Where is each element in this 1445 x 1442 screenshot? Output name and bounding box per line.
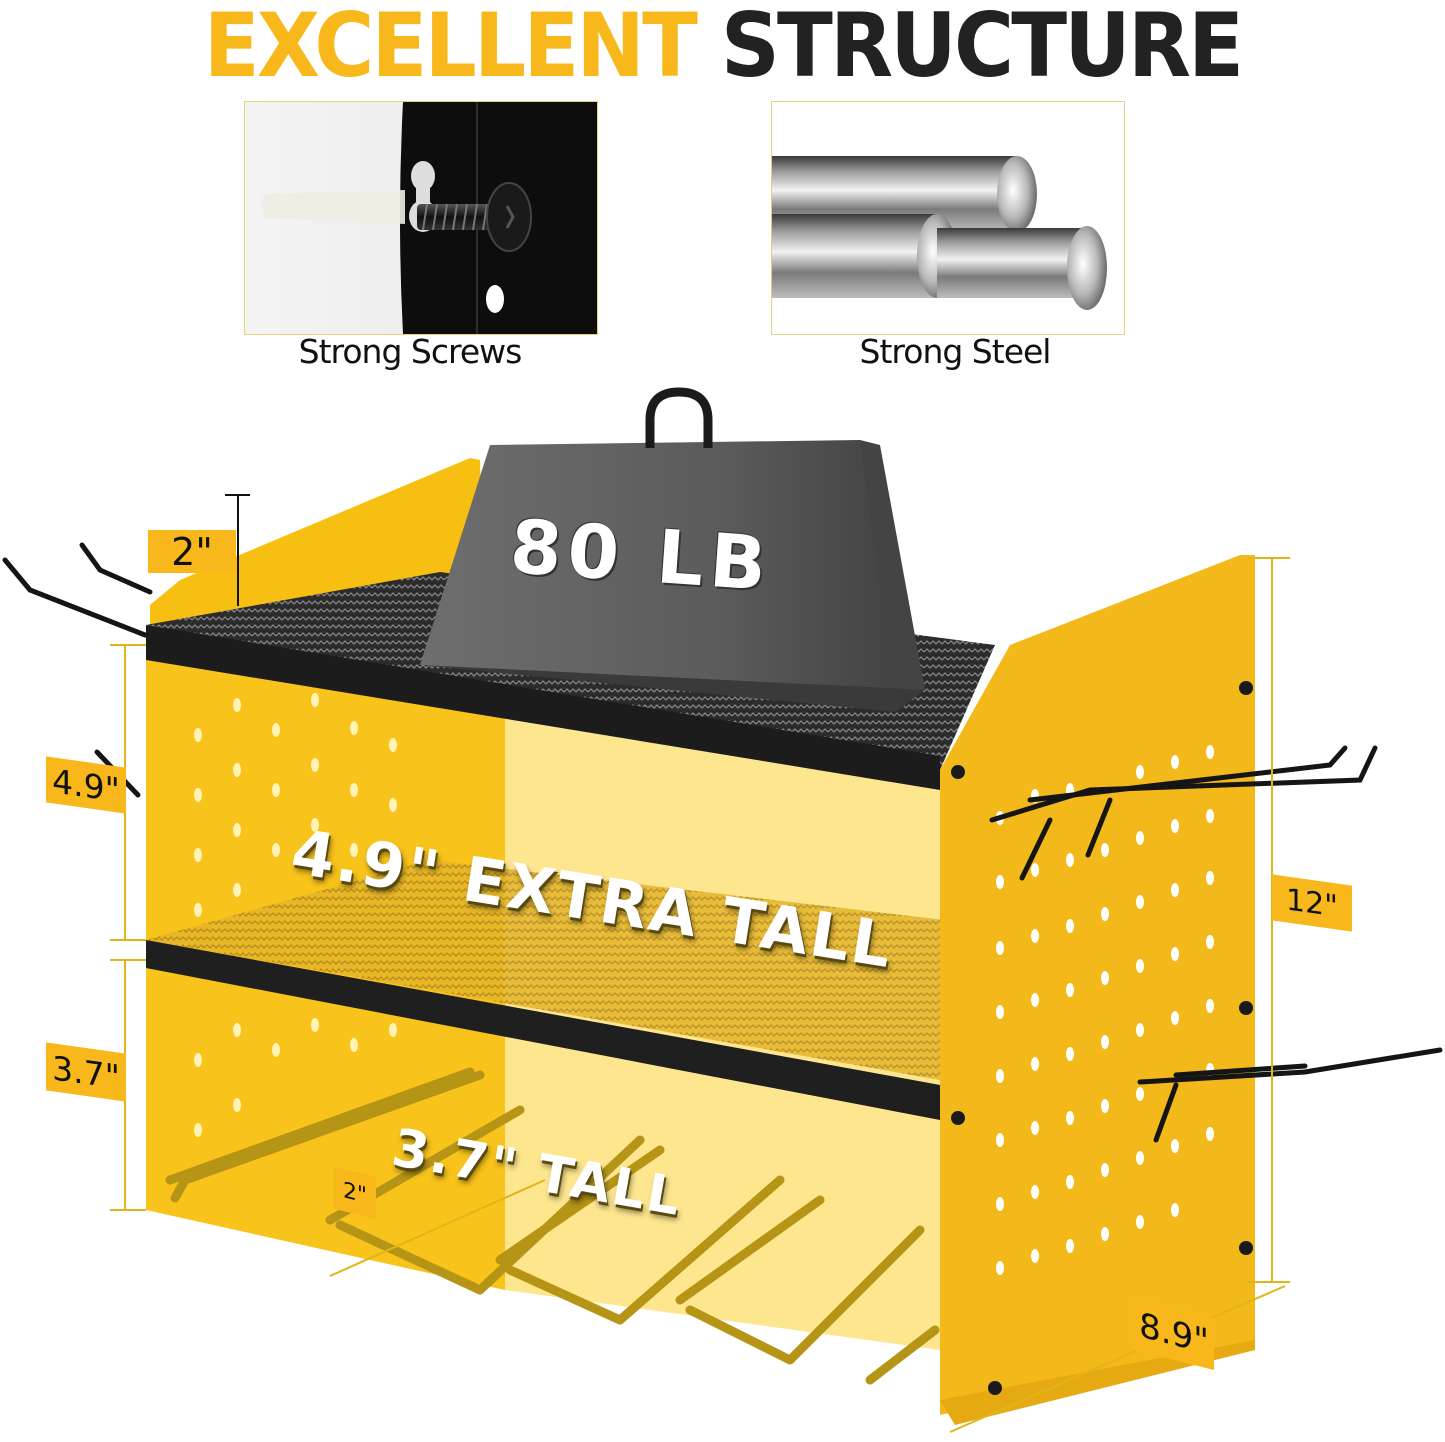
- steel-rods-icon: [772, 156, 1107, 310]
- feature-label-screws: Strong Screws: [298, 332, 523, 371]
- headline-word-structure: STRUCTURE: [720, 0, 1244, 97]
- headline: EXCELLENT STRUCTURE: [51, 0, 1395, 96]
- weight-handle-icon: [645, 387, 713, 448]
- screw-icon: [245, 102, 597, 334]
- headline-word-excellent: EXCELLENT: [203, 0, 698, 97]
- feature-label-steel: Strong Steel: [859, 332, 1052, 371]
- weight-label: 80 LB: [507, 503, 775, 609]
- feature-image-steel: [771, 101, 1125, 335]
- feature-image-screws: [244, 101, 598, 335]
- product-illustration: 80 LB 4.9" EXTRA TALL 3.7" TALL 2" 4.9" …: [0, 380, 1445, 1437]
- tool-rack-illustration: [2, 387, 1443, 1433]
- dim-top-lip: 2": [148, 530, 236, 574]
